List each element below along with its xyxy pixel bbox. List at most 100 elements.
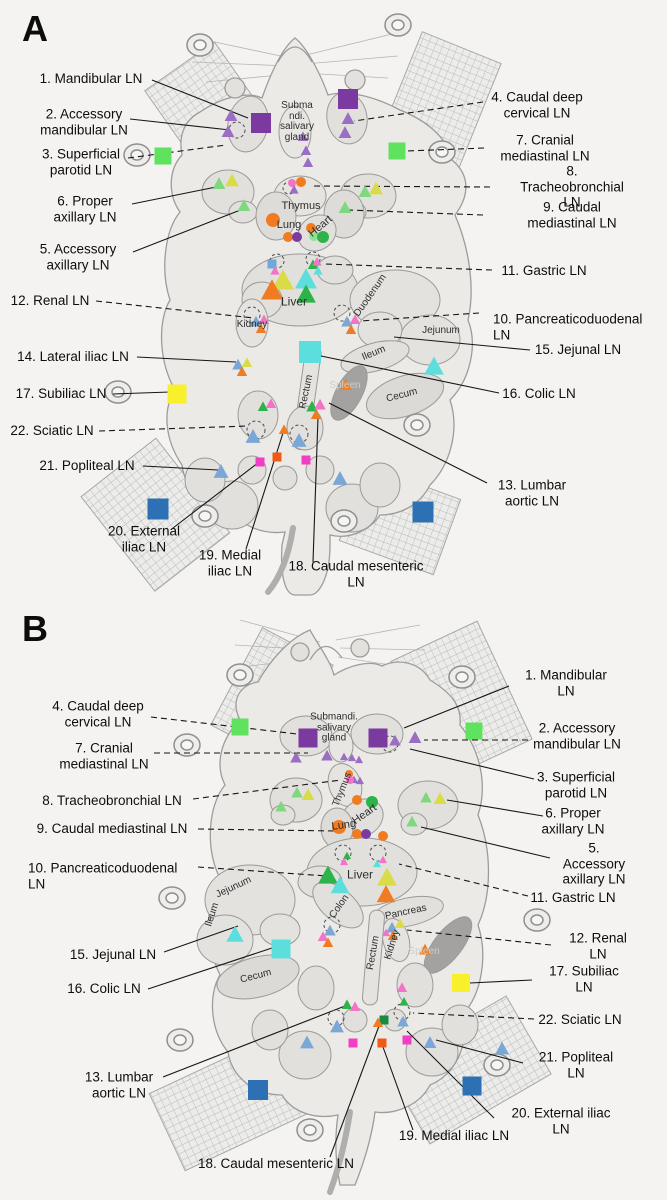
triangle-marker-blue_gray <box>291 432 307 447</box>
leader-line <box>329 1025 380 1158</box>
leader-line <box>197 866 328 877</box>
triangle-marker-cyan <box>226 925 244 942</box>
mouse-dissection-drawing-a <box>80 13 502 596</box>
triangle-marker-orange <box>345 324 357 335</box>
triangle-marker-green_light <box>406 815 418 827</box>
lymph-node-label: 16. Colic LN <box>67 981 141 997</box>
annotation-overlay-a <box>95 79 531 563</box>
triangle-marker-green_light <box>338 201 352 213</box>
annotation-overlay-b <box>147 685 552 1158</box>
circle-marker-green_pale <box>309 231 319 241</box>
square-marker-green_bright <box>388 142 406 160</box>
lymph-node-label: 1. Mandibular LN <box>39 71 143 87</box>
lymph-node-label: 11. Gastric LN <box>530 890 616 906</box>
square-marker-blue_dark <box>462 1076 482 1096</box>
circle-marker-pink <box>346 776 354 784</box>
leader-line <box>406 1030 495 1119</box>
square-marker-orange_red <box>272 452 282 462</box>
organs <box>184 91 461 533</box>
lymph-node-label: 15. Jejunal LN <box>69 947 157 963</box>
triangle-marker-lavender <box>355 776 365 785</box>
triangle-marker-blue_gray <box>250 315 262 327</box>
triangle-marker-lavender <box>341 112 355 124</box>
leader-line <box>347 209 484 216</box>
lymph-node-label: 4. Caudal deep cervical LN <box>52 698 144 729</box>
triangle-marker-lavender <box>297 131 309 142</box>
circle-marker-orange <box>345 770 353 778</box>
triangle-marker-blue_gray <box>397 1015 409 1027</box>
lymph-node-label: 5. Accessory axillary LN <box>39 241 117 272</box>
lymph-node-label: 8. Tracheobronchial LN <box>520 163 624 210</box>
triangle-marker-pink <box>270 266 280 275</box>
triangle-marker-lavender <box>389 734 401 746</box>
triangle-marker-lavender <box>321 749 333 761</box>
leader-line <box>150 716 298 735</box>
triangle-marker-cyan <box>424 356 444 375</box>
triangle-marker-yellow_green <box>377 867 397 886</box>
lymph-node-outline <box>333 304 351 322</box>
circle-marker-purple <box>292 232 302 242</box>
leader-line <box>312 416 319 563</box>
leader-line <box>192 779 342 800</box>
leader-line <box>162 1005 346 1078</box>
triangle-marker-blue_gray <box>330 1019 344 1033</box>
tail <box>327 1109 353 1195</box>
leader-line <box>131 185 222 205</box>
circle-marker-green_dark <box>317 231 329 243</box>
triangle-marker-lavender <box>221 125 235 137</box>
square-marker-orange_red <box>377 1038 387 1048</box>
organ-label: Kidney <box>236 318 268 330</box>
triangle-marker-lavender <box>302 157 314 168</box>
triangle-marker-blue_gray <box>332 470 348 485</box>
lymph-node-label: 22. Sciatic LN <box>10 423 94 439</box>
triangle-marker-pink <box>396 982 408 993</box>
triangle-marker-orange <box>322 937 334 948</box>
triangle-marker-cyan <box>330 876 350 894</box>
whiskers <box>191 33 399 83</box>
triangle-marker-green_light <box>212 177 226 189</box>
leader-line <box>406 147 485 152</box>
square-marker-purple <box>338 89 358 109</box>
lymph-node-label: 7. Cranial mediastinal LN <box>59 740 149 771</box>
lymph-node-outline <box>243 306 261 324</box>
dissection-pins <box>158 663 551 1142</box>
lymph-node-label: 13. Lumbar aortic LN <box>84 1069 154 1100</box>
triangle-marker-orange <box>372 1017 384 1028</box>
organ-label: Lung <box>276 219 302 232</box>
lymph-node-label: 18. Caudal mesenteric LN <box>197 1156 355 1172</box>
circle-marker-orange <box>266 213 280 227</box>
square-marker-blue_dark <box>248 1080 268 1100</box>
lymph-node-label: 6. Proper axillary LN <box>53 193 117 224</box>
lymph-node-label: 5. Accessory axillary LN <box>562 840 626 887</box>
lymph-node-label: 13. Lumbar aortic LN <box>497 477 567 508</box>
leader-line <box>142 465 219 471</box>
lymph-node-label: 2. Accessory mandibular LN <box>533 720 621 751</box>
organ-label: Liver <box>346 867 374 882</box>
square-marker-yellow <box>452 974 470 992</box>
lymph-node-outline <box>289 424 309 444</box>
leader-line <box>197 828 337 832</box>
square-marker-green_forest <box>379 1015 389 1025</box>
circle-marker-orange <box>306 223 316 233</box>
panel-letter-a: A <box>22 8 48 49</box>
circle-marker-pink <box>288 179 296 187</box>
square-marker-magenta <box>301 455 311 465</box>
triangle-marker-yellow_green <box>225 173 239 187</box>
triangle-marker-blue_gray <box>300 1035 314 1049</box>
triangle-marker-orange <box>310 409 322 420</box>
leader-line <box>132 208 244 253</box>
square-marker-magenta <box>348 1038 358 1048</box>
square-marker-purple <box>368 728 388 748</box>
square-marker-green_bright <box>154 147 172 165</box>
triangle-marker-blue_gray <box>245 428 261 443</box>
triangle-marker-yellow_green <box>271 269 295 290</box>
lymph-node-label: 17. Subiliac LN <box>549 963 619 994</box>
circle-marker-orange <box>378 831 388 841</box>
lymph-node-label: 9. Caudal mediastinal LN <box>36 821 188 837</box>
triangle-marker-orange <box>419 943 431 955</box>
leader-line <box>353 101 484 122</box>
lymph-node-label: 16. Colic LN <box>502 386 576 402</box>
leader-line <box>406 929 552 946</box>
triangle-marker-green_light <box>358 185 372 197</box>
lymph-node-outline <box>246 420 266 440</box>
